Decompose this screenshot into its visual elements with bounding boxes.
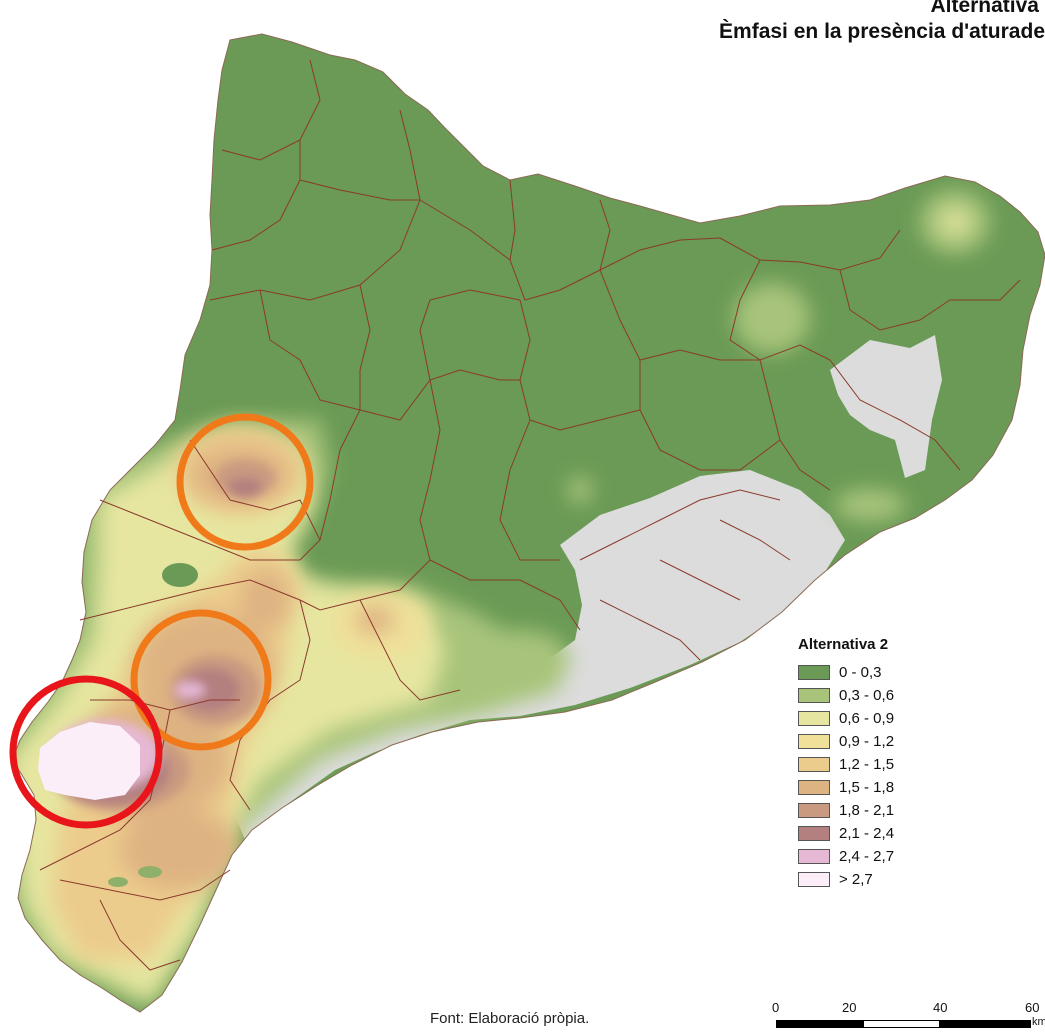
scale-tick-60: 60 [1025, 1000, 1040, 1015]
map-title-line1: Alternativa [930, 0, 1039, 17]
legend-swatch [798, 711, 830, 726]
legend-swatch [798, 688, 830, 703]
source-note: Font: Elaboració pròpia. [430, 1010, 590, 1027]
legend-label: 2,4 - 2,7 [839, 848, 895, 865]
legend-label: 1,5 - 1,8 [839, 779, 895, 796]
legend-rows: 0 - 0,3 0,3 - 0,6 0,6 - 0,9 0,9 - 1,2 1,2 - … [798, 661, 998, 891]
scale-bar: 0 20 40 60 km [770, 1000, 1045, 1032]
legend-item: 0,9 - 1,2 [798, 730, 998, 753]
legend-item: 0,3 - 0,6 [798, 684, 998, 707]
map-title-line2: Èmfasi en la presència d'aturade [719, 20, 1045, 43]
legend-label: 1,8 - 2,1 [839, 802, 895, 819]
legend-item: 1,2 - 1,5 [798, 753, 998, 776]
legend-label: 0,9 - 1,2 [839, 733, 895, 750]
highlight-circle-1 [176, 413, 314, 551]
legend-item: 2,1 - 2,4 [798, 822, 998, 845]
legend-label: 0,3 - 0,6 [839, 687, 895, 704]
scale-tick-40: 40 [933, 1000, 948, 1015]
highlight-circle-2 [130, 609, 272, 751]
legend-swatch [798, 849, 830, 864]
legend-label: 1,2 - 1,5 [839, 756, 895, 773]
comarca-boundaries [39, 59, 1021, 971]
legend-label: > 2,7 [839, 871, 873, 888]
value-surface [12, 190, 990, 1010]
legend-swatch [798, 734, 830, 749]
scale-segment-2 [864, 1020, 939, 1028]
legend-item: > 2,7 [798, 868, 998, 891]
legend-swatch [798, 757, 830, 772]
scale-segment-1 [776, 1020, 864, 1028]
legend-swatch [798, 872, 830, 887]
legend-item: 0,6 - 0,9 [798, 707, 998, 730]
legend-swatch [798, 780, 830, 795]
legend-swatch [798, 826, 830, 841]
scale-tick-20: 20 [842, 1000, 857, 1015]
no-data-area-north [830, 335, 942, 478]
legend-item: 2,4 - 2,7 [798, 845, 998, 868]
max-value-patch [38, 722, 140, 800]
scale-tick-0: 0 [772, 1000, 780, 1015]
legend-swatch [798, 665, 830, 680]
legend-label: 0 - 0,3 [839, 664, 882, 681]
legend-label: 2,1 - 2,4 [839, 825, 895, 842]
scale-unit: km [1032, 1016, 1045, 1028]
legend-swatch [798, 803, 830, 818]
highlight-circle-3 [9, 675, 163, 829]
scale-segment-3 [939, 1020, 1031, 1028]
legend-item: 1,5 - 1,8 [798, 776, 998, 799]
legend-label: 0,6 - 0,9 [839, 710, 895, 727]
legend-title: Alternativa 2 [798, 636, 889, 653]
legend-item: 0 - 0,3 [798, 661, 998, 684]
no-data-area [232, 470, 845, 840]
legend-item: 1,8 - 2,1 [798, 799, 998, 822]
